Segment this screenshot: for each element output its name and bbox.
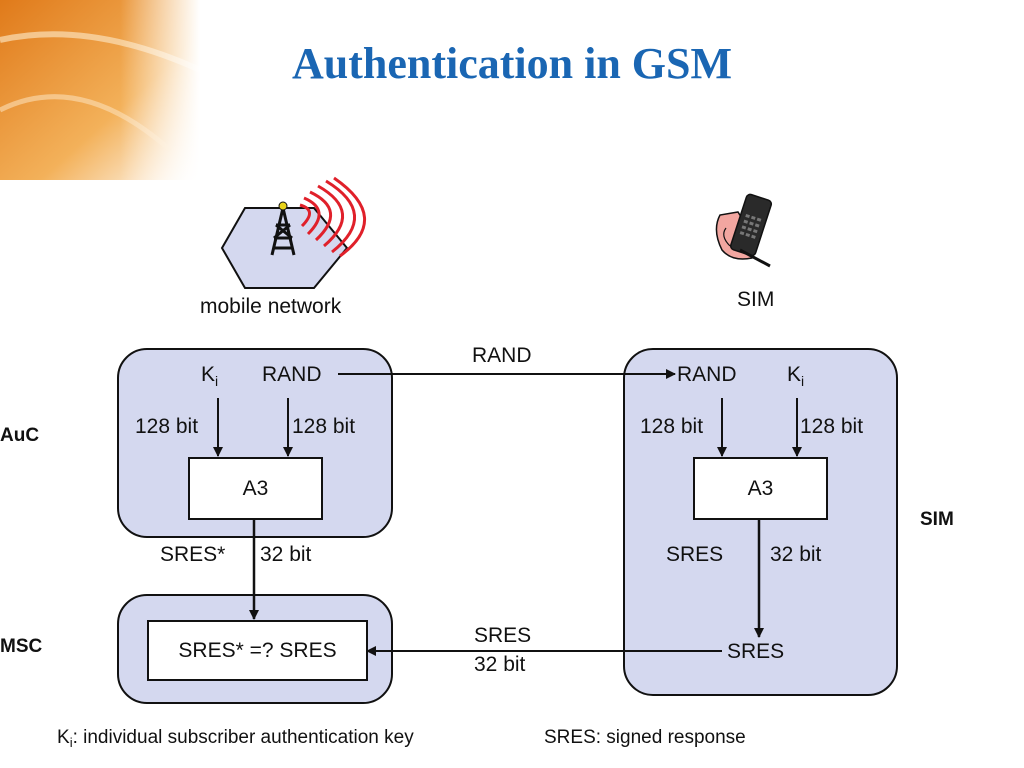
- auc-sres-star-label: SRES*: [160, 543, 226, 566]
- sim-sres-result-label: SRES: [727, 640, 785, 663]
- auc-bits-left: 128 bit: [135, 415, 199, 438]
- auc-a3-box: A3: [188, 457, 323, 520]
- auc-side-label: AuC: [0, 425, 40, 446]
- sim-a3-box: A3: [693, 457, 828, 520]
- sim-side-label: SIM: [920, 509, 954, 530]
- legend-sres: SRES: signed response: [544, 727, 746, 748]
- sim-panel: [623, 348, 898, 696]
- network-tower-icon: [220, 176, 367, 289]
- slide-title: Authentication in GSM: [291, 39, 733, 88]
- decorative-corner-graphic: [0, 0, 200, 180]
- sim-bits-right: 128 bit: [800, 415, 864, 438]
- auc-rand-label: RAND: [262, 363, 322, 386]
- sim-bits-left: 128 bit: [640, 415, 704, 438]
- sres-link-label: SRES: [474, 624, 532, 647]
- sim-ki-label: Ki: [787, 363, 805, 389]
- msc-compare-box: SRES* =? SRES: [147, 620, 368, 681]
- rand-link-label: RAND: [472, 344, 532, 367]
- auc-sres-bits-label: 32 bit: [260, 543, 312, 566]
- legend-ki: Ki: individual subscriber authentication…: [57, 727, 414, 750]
- sim-top-label: SIM: [737, 288, 775, 311]
- mobile-phone-icon: [715, 193, 773, 268]
- sres-link-bits-label: 32 bit: [474, 653, 526, 676]
- msc-side-label: MSC: [0, 636, 43, 657]
- sim-sres-label: SRES: [666, 543, 724, 566]
- auc-bits-right: 128 bit: [292, 415, 356, 438]
- auc-ki-label: Ki: [201, 363, 219, 389]
- sim-sres-bits-label: 32 bit: [770, 543, 822, 566]
- mobile-network-label: mobile network: [200, 295, 342, 318]
- sim-rand-label: RAND: [677, 363, 737, 386]
